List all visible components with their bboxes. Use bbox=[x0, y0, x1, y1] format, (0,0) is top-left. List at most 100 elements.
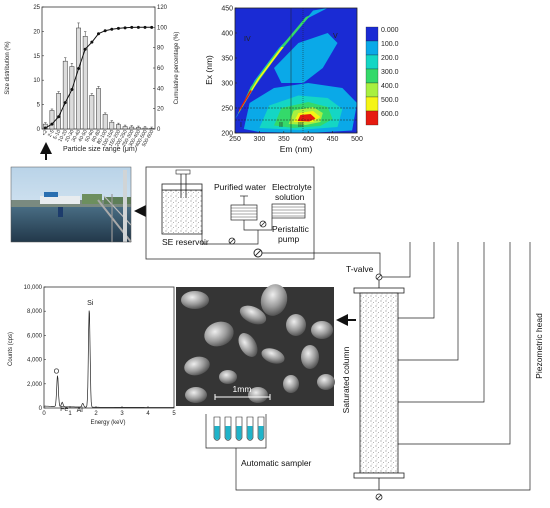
cumulative-point bbox=[103, 29, 107, 33]
hist-left-tick-label: 0 bbox=[37, 127, 41, 133]
sampler-tube-liquid bbox=[247, 426, 253, 440]
cumulative-point bbox=[130, 25, 134, 29]
hist-category-label: 40-50 bbox=[77, 129, 89, 143]
hist-ylabel-left: Size distribution (%) bbox=[5, 41, 11, 94]
eem-ylabel: Ex (nm) bbox=[204, 55, 214, 85]
eem-legend-label: 600.0 bbox=[381, 111, 399, 118]
sampler-tube-liquid bbox=[214, 426, 220, 440]
automatic-sampler bbox=[205, 414, 267, 449]
eds-y-tick-label: 4,000 bbox=[27, 358, 43, 364]
electrolyte-label-1: Electrolyte bbox=[272, 182, 312, 192]
sem-micrograph: 1mm bbox=[176, 284, 335, 406]
cumulative-point bbox=[90, 40, 94, 44]
hist-right-tick-label: 120 bbox=[157, 5, 168, 11]
hist-ylabel-right: Cumulative percentage (%) bbox=[174, 32, 180, 105]
eem-region-4: IV bbox=[244, 36, 251, 43]
hist-bar bbox=[76, 27, 81, 130]
hist-right-tick-label: 40 bbox=[157, 86, 164, 92]
saturated-column-label: Saturated column bbox=[341, 346, 351, 413]
hist-left-tick-label: 10 bbox=[33, 78, 40, 84]
eem-contours bbox=[235, 8, 357, 133]
electrolyte-tank bbox=[271, 203, 306, 219]
electrolyte-label-2: solution bbox=[275, 192, 305, 202]
hist-left-tick-label: 15 bbox=[33, 54, 40, 60]
eem-legend-swatch bbox=[365, 68, 379, 84]
sand-grains bbox=[181, 284, 335, 403]
eem-region-v-cloud bbox=[274, 33, 338, 83]
eds-peak-label: Fe bbox=[60, 406, 68, 413]
eem-x-tick-label: 450 bbox=[327, 136, 339, 143]
eds-y-tick-label: 6,000 bbox=[27, 333, 43, 339]
purified-water-tank bbox=[230, 195, 258, 221]
eem-y-tick-label: 350 bbox=[221, 56, 233, 63]
eem-legend-swatch bbox=[365, 26, 379, 42]
sampler-tube-liquid bbox=[225, 426, 231, 440]
eem-legend-label: 500.0 bbox=[381, 97, 399, 104]
eds-spectrum-line bbox=[44, 310, 174, 408]
eds-y-tick-label: 2,000 bbox=[27, 382, 43, 388]
hist-category-label: 30-40 bbox=[71, 129, 83, 143]
hist-left-tick-label: 5 bbox=[37, 103, 41, 109]
hist-bar bbox=[49, 110, 55, 130]
eem-legend-swatch bbox=[365, 82, 379, 98]
hist-bar bbox=[116, 124, 121, 130]
cumulative-point bbox=[136, 25, 140, 29]
hist-bar bbox=[56, 93, 61, 130]
cumulative-point bbox=[70, 88, 74, 92]
eem-legend-label: 400.0 bbox=[381, 83, 399, 90]
field-site-photo bbox=[10, 166, 132, 243]
eds-peak-label: O bbox=[54, 369, 60, 376]
cumulative-point bbox=[83, 47, 87, 51]
eds-x-tick-label: 4 bbox=[146, 411, 150, 417]
eem-y-tick-label: 250 bbox=[221, 106, 233, 113]
hist-bar bbox=[136, 127, 141, 130]
eem-region-1: I bbox=[240, 122, 242, 129]
eem-legend-label: 100.0 bbox=[381, 41, 399, 48]
cumulative-point bbox=[63, 101, 67, 105]
hist-right-tick-label: 80 bbox=[157, 46, 164, 52]
cumulative-point bbox=[43, 126, 47, 130]
hist-category-label: 10-20 bbox=[57, 129, 69, 143]
hist-right-tick-label: 20 bbox=[157, 107, 164, 113]
eem-xlabel: Em (nm) bbox=[280, 144, 313, 154]
hist-category-label: 50-60 bbox=[84, 129, 96, 143]
hist-bar bbox=[102, 114, 108, 130]
hist-bar bbox=[129, 126, 135, 130]
cumulative-points bbox=[43, 25, 154, 130]
eem-legend-swatch bbox=[365, 40, 379, 56]
eem-region-3: III bbox=[298, 122, 304, 129]
cumulative-point bbox=[116, 26, 120, 30]
eds-x-tick-label: 3 bbox=[120, 411, 124, 417]
eds-x-tick-label: 2 bbox=[94, 411, 98, 417]
hist-left-tick-label: 25 bbox=[33, 5, 40, 11]
eem-x-tick-label: 300 bbox=[254, 136, 266, 143]
eds-xlabel: Energy (keV) bbox=[90, 420, 125, 426]
hist-right-tick-label: 100 bbox=[157, 25, 168, 31]
eem-plot-frame bbox=[234, 7, 358, 134]
eem-legend-swatch bbox=[365, 54, 379, 70]
eem-scatter-band-4 bbox=[238, 90, 253, 112]
eem-x-tick-label: 250 bbox=[229, 136, 241, 143]
cumulative-point bbox=[57, 115, 61, 119]
eem-y-tick-label: 400 bbox=[221, 31, 233, 38]
hist-category-label: 2-5 bbox=[47, 129, 56, 138]
peristaltic-label-2: pump bbox=[278, 234, 300, 244]
eem-x-tick-label: 500 bbox=[351, 136, 363, 143]
eem-x-tick-label: 400 bbox=[302, 136, 314, 143]
hist-category-label: 20-30 bbox=[64, 129, 76, 143]
eem-peak-level-6 bbox=[297, 114, 316, 122]
sampler-tube-liquid bbox=[236, 426, 242, 440]
automatic-sampler-label: Automatic sampler bbox=[241, 458, 312, 468]
hist-category-label: <2 bbox=[41, 129, 49, 137]
scale-bar-label: 1mm bbox=[233, 384, 252, 394]
hist-category-label: 60-80 bbox=[91, 129, 103, 143]
hist-category-label: 5-10 bbox=[52, 129, 62, 141]
se-reservoir bbox=[161, 169, 203, 235]
